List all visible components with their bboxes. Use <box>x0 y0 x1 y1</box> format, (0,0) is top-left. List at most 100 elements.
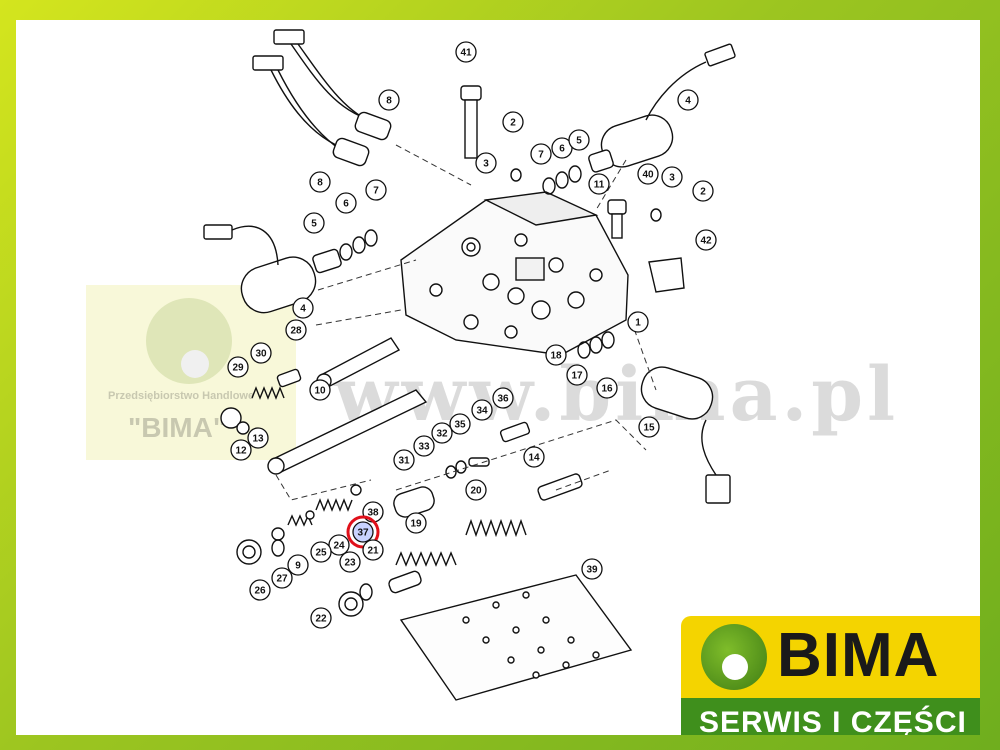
callout-circle <box>310 607 332 629</box>
callout-6: 6 <box>335 192 357 214</box>
callout-label: 34 <box>476 406 488 417</box>
callout-label: 6 <box>343 199 349 210</box>
callout-34: 34 <box>471 399 493 421</box>
callout-label: 24 <box>333 541 345 552</box>
callout-circle <box>695 229 717 251</box>
callout-19: 19 <box>405 512 427 534</box>
callout-circle <box>335 192 357 214</box>
callout-label: 4 <box>685 96 691 107</box>
callout-circle <box>309 171 331 193</box>
callout-label: 40 <box>642 170 654 181</box>
spool-10 <box>267 389 428 475</box>
callout-circle <box>449 413 471 435</box>
callout-label: 18 <box>550 351 562 362</box>
callout-41: 41 <box>455 41 477 63</box>
callout-label: 25 <box>315 548 327 559</box>
callout-17: 17 <box>566 364 588 386</box>
bolt-40 <box>607 199 627 239</box>
brand-bottom-panel <box>681 698 980 735</box>
callout-39: 39 <box>581 558 603 580</box>
callout-label: 8 <box>317 178 323 189</box>
callout-label: 36 <box>497 394 509 405</box>
callout-label: 9 <box>295 561 301 572</box>
callout-35: 35 <box>449 413 471 435</box>
callout-label: 32 <box>436 429 448 440</box>
callout-label: 11 <box>594 180 605 191</box>
callout-label: 13 <box>252 434 264 445</box>
callout-10: 10 <box>309 379 331 401</box>
callout-circle <box>692 180 714 202</box>
callout-2: 2 <box>502 111 524 133</box>
callout-28: 28 <box>285 319 307 341</box>
callout-7: 7 <box>530 143 552 165</box>
callout-circle <box>365 179 387 201</box>
callout-label: 10 <box>314 386 326 397</box>
callout-circle <box>566 364 588 386</box>
callout-3: 3 <box>475 152 497 174</box>
callout-37: 37 <box>346 515 380 549</box>
callout-circle <box>413 435 435 457</box>
callout-label: 20 <box>470 486 482 497</box>
callout-label: 15 <box>643 423 655 434</box>
callout-circle <box>271 567 293 589</box>
callout-label: 38 <box>367 508 379 519</box>
callout-1: 1 <box>627 311 649 333</box>
valve-body <box>400 191 629 356</box>
callout-label: 41 <box>460 48 472 59</box>
callout-circle <box>588 173 610 195</box>
gasket-plate-39 <box>399 574 633 701</box>
callout-label: 22 <box>315 614 327 625</box>
callout-label: 28 <box>290 326 302 337</box>
callout-circle <box>661 166 683 188</box>
callout-circle <box>309 379 331 401</box>
callout-4: 4 <box>677 89 699 111</box>
callout-label: 4 <box>300 304 306 315</box>
callout-label: 8 <box>386 96 392 107</box>
callout-4: 4 <box>292 297 314 319</box>
callout-label: 29 <box>232 363 244 374</box>
callout-label: 3 <box>483 159 489 170</box>
callout-5: 5 <box>303 212 325 234</box>
callout-circle <box>285 319 307 341</box>
callout-5: 5 <box>568 129 590 151</box>
callout-16: 16 <box>596 377 618 399</box>
callout-circle <box>292 297 314 319</box>
callout-23: 23 <box>339 551 361 573</box>
callout-circle <box>465 479 487 501</box>
brand-name: BIMA <box>777 621 940 690</box>
callout-label: 31 <box>398 456 410 467</box>
callout-label: 14 <box>528 453 540 464</box>
callout-circle <box>227 356 249 378</box>
callout-circle <box>393 449 415 471</box>
callout-circle <box>378 89 400 111</box>
watermark-company-line: Przedsiębiorstwo Handlowe <box>108 390 255 402</box>
callout-7: 7 <box>365 179 387 201</box>
brand-ball-highlight-icon <box>722 654 748 680</box>
callout-label: 39 <box>586 565 598 576</box>
callout-9: 9 <box>287 554 309 576</box>
callout-circle <box>492 387 514 409</box>
callout-21: 21 <box>362 539 384 561</box>
brand-tagline: SERWIS I CZĘŚCI <box>699 706 967 735</box>
callout-36: 36 <box>492 387 514 409</box>
brand-badge: BIMA SERWIS I CZĘŚCI <box>681 616 980 735</box>
top-left-sensors <box>252 29 392 167</box>
callout-circle <box>596 377 618 399</box>
callout-31: 31 <box>393 449 415 471</box>
callout-circle <box>545 344 567 366</box>
callout-30: 30 <box>250 342 272 364</box>
callout-25: 25 <box>310 541 332 563</box>
callout-circle <box>362 539 384 561</box>
solenoid-top-right <box>588 43 736 173</box>
callout-label: 27 <box>276 574 288 585</box>
callout-2: 2 <box>692 180 714 202</box>
callout-15: 15 <box>638 416 660 438</box>
callout-label: 16 <box>601 384 613 395</box>
callout-label: 5 <box>576 136 582 147</box>
callout-label: 21 <box>367 546 379 557</box>
callout-14: 14 <box>523 446 545 468</box>
callout-circle <box>471 399 493 421</box>
watermark-company-name: "BIMA" <box>128 412 227 443</box>
callout-27: 27 <box>271 567 293 589</box>
